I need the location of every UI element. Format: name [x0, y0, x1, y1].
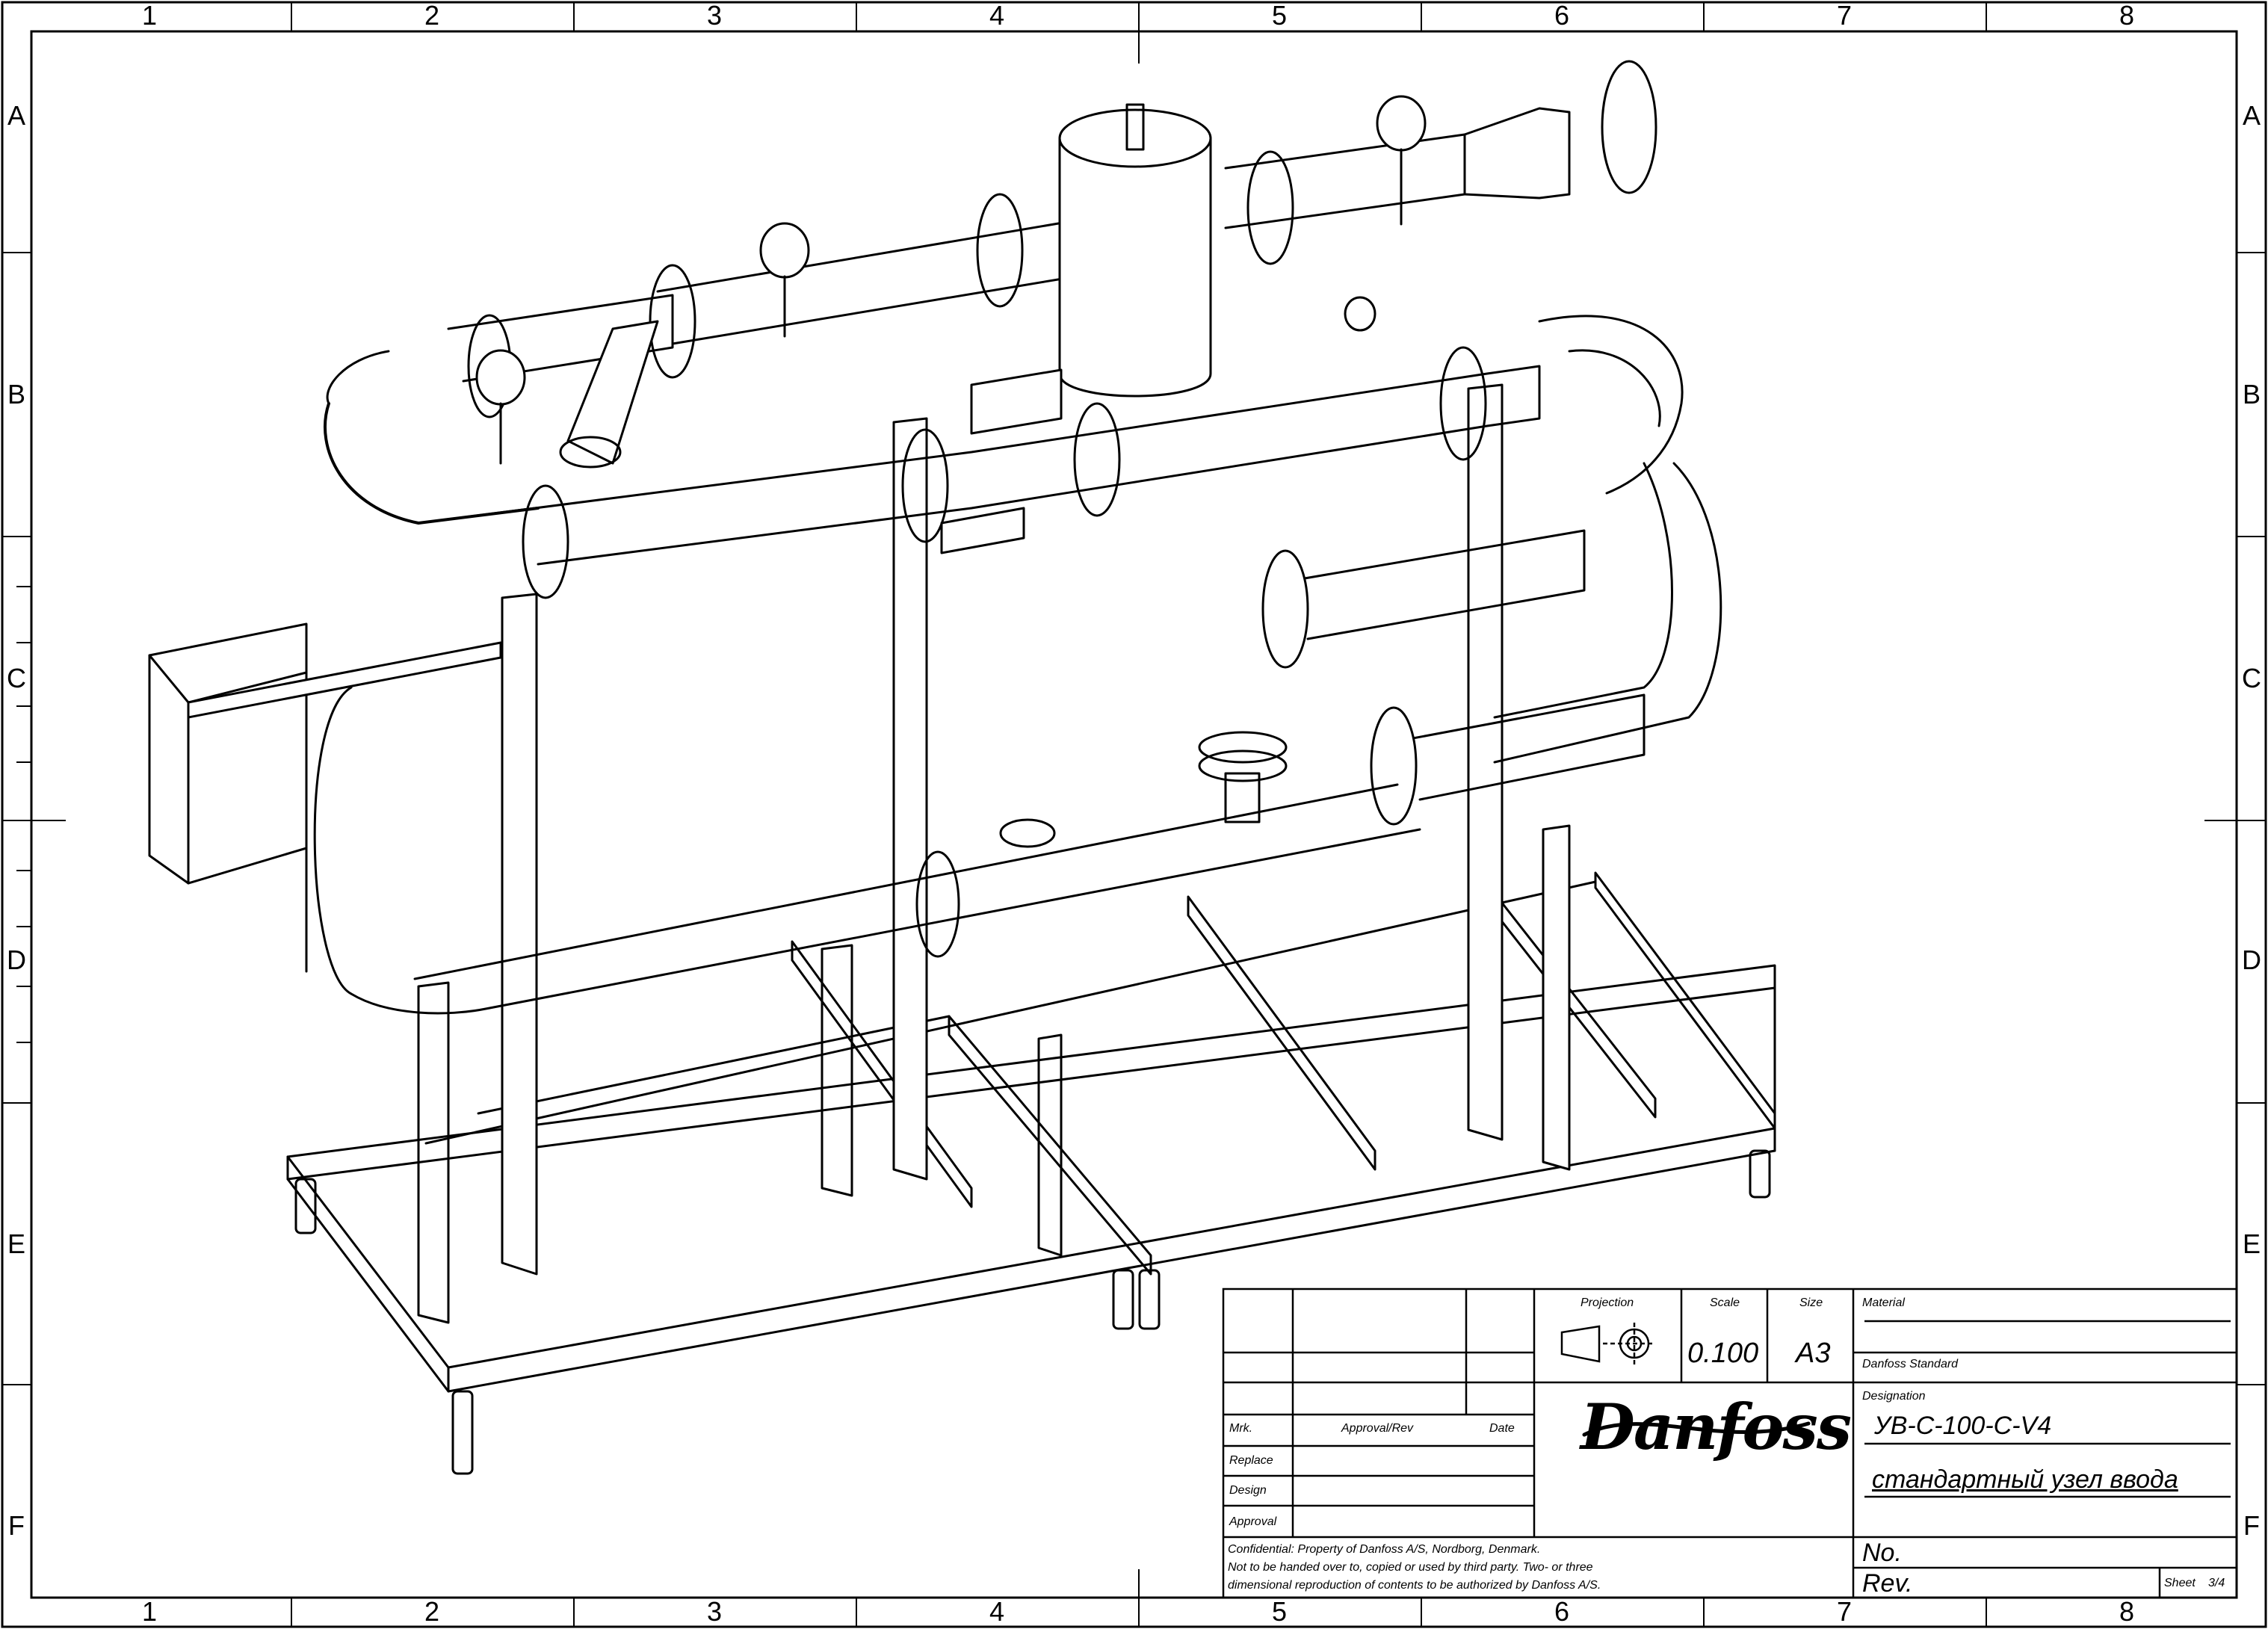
column-label: 7	[1836, 0, 1853, 31]
assembly-drawing	[148, 60, 1776, 1475]
column-label: 7	[1836, 1596, 1853, 1627]
column-label: 2	[424, 1596, 440, 1627]
row-label: D	[7, 945, 26, 975]
column-label: 5	[1271, 0, 1288, 31]
designation-name: стандартный узел ввода	[1872, 1465, 2178, 1494]
column-label: 3	[706, 1596, 723, 1627]
column-label: 8	[2119, 1596, 2135, 1627]
lower-pipe	[305, 686, 1421, 1015]
material-label: Material	[1862, 1296, 1905, 1309]
row-label: F	[2243, 1510, 2260, 1541]
control-box	[148, 622, 502, 885]
title-block-lines	[1222, 1288, 2238, 1599]
column-label: 3	[706, 0, 723, 31]
row-label: E	[2242, 1228, 2261, 1259]
air-separator-tank	[1058, 103, 1212, 398]
sheet-label: Sheet	[2164, 1577, 2196, 1589]
scale-value: 0.100	[1687, 1338, 1759, 1369]
row-label: B	[2242, 379, 2261, 409]
row-label: E	[7, 1228, 25, 1259]
column-label: 4	[989, 1596, 1005, 1627]
row-label: D	[2242, 945, 2261, 975]
document-number-label: No.	[1862, 1539, 1902, 1567]
designation-label: Designation	[1862, 1390, 1926, 1403]
confidential-line-1: Confidential: Property of Danfoss A/S, N…	[1228, 1543, 1541, 1556]
regulator-box	[940, 368, 1063, 554]
column-label: 1	[141, 1596, 158, 1627]
row-label: A	[7, 100, 25, 131]
middle-pipe	[417, 315, 1722, 764]
column-label: 4	[989, 0, 1005, 31]
design-label: Design	[1229, 1484, 1267, 1497]
approval-label: Approval	[1229, 1515, 1277, 1528]
revision-label: Rev.	[1862, 1569, 1913, 1598]
strainer	[559, 320, 659, 469]
support-posts	[417, 383, 1571, 1324]
row-label: C	[2242, 663, 2261, 693]
column-label: 6	[1554, 1596, 1570, 1627]
date-label: Date	[1489, 1422, 1515, 1435]
size-value: A3	[1796, 1338, 1831, 1369]
standard-label: Danfoss Standard	[1862, 1358, 1959, 1370]
column-label: 8	[2119, 0, 2135, 31]
column-label: 1	[141, 0, 158, 31]
approval-rev-label: Approval/Rev	[1341, 1422, 1414, 1435]
branch-pipe	[1261, 529, 1646, 826]
size-label: Size	[1799, 1296, 1823, 1309]
pressure-gauges	[475, 95, 1427, 465]
first-angle-projection-icon	[1560, 1323, 1655, 1364]
row-label: B	[7, 379, 25, 409]
confidential-line-3: dimensional reproduction of contents to …	[1228, 1579, 1601, 1592]
designation-code: УВ-С-100-С-V4	[1874, 1412, 2052, 1440]
mrk-label: Mrk.	[1229, 1422, 1253, 1435]
sheet-value: 3/4	[2208, 1577, 2225, 1589]
row-label: A	[2242, 100, 2261, 131]
upper-pipe	[324, 60, 1657, 525]
column-label: 5	[1271, 1596, 1288, 1627]
replace-label: Replace	[1229, 1454, 1273, 1467]
danfoss-logo-swash	[1582, 1421, 1811, 1437]
danfoss-logo: Danfoss	[1581, 1390, 1852, 1464]
projection-label: Projection	[1581, 1296, 1634, 1309]
column-label: 2	[424, 0, 440, 31]
row-label: F	[8, 1510, 25, 1541]
column-label: 6	[1554, 0, 1570, 31]
row-label: C	[7, 663, 26, 693]
confidential-line-2: Not to be handed over to, copied or used…	[1228, 1561, 1593, 1574]
scale-label: Scale	[1710, 1296, 1740, 1309]
